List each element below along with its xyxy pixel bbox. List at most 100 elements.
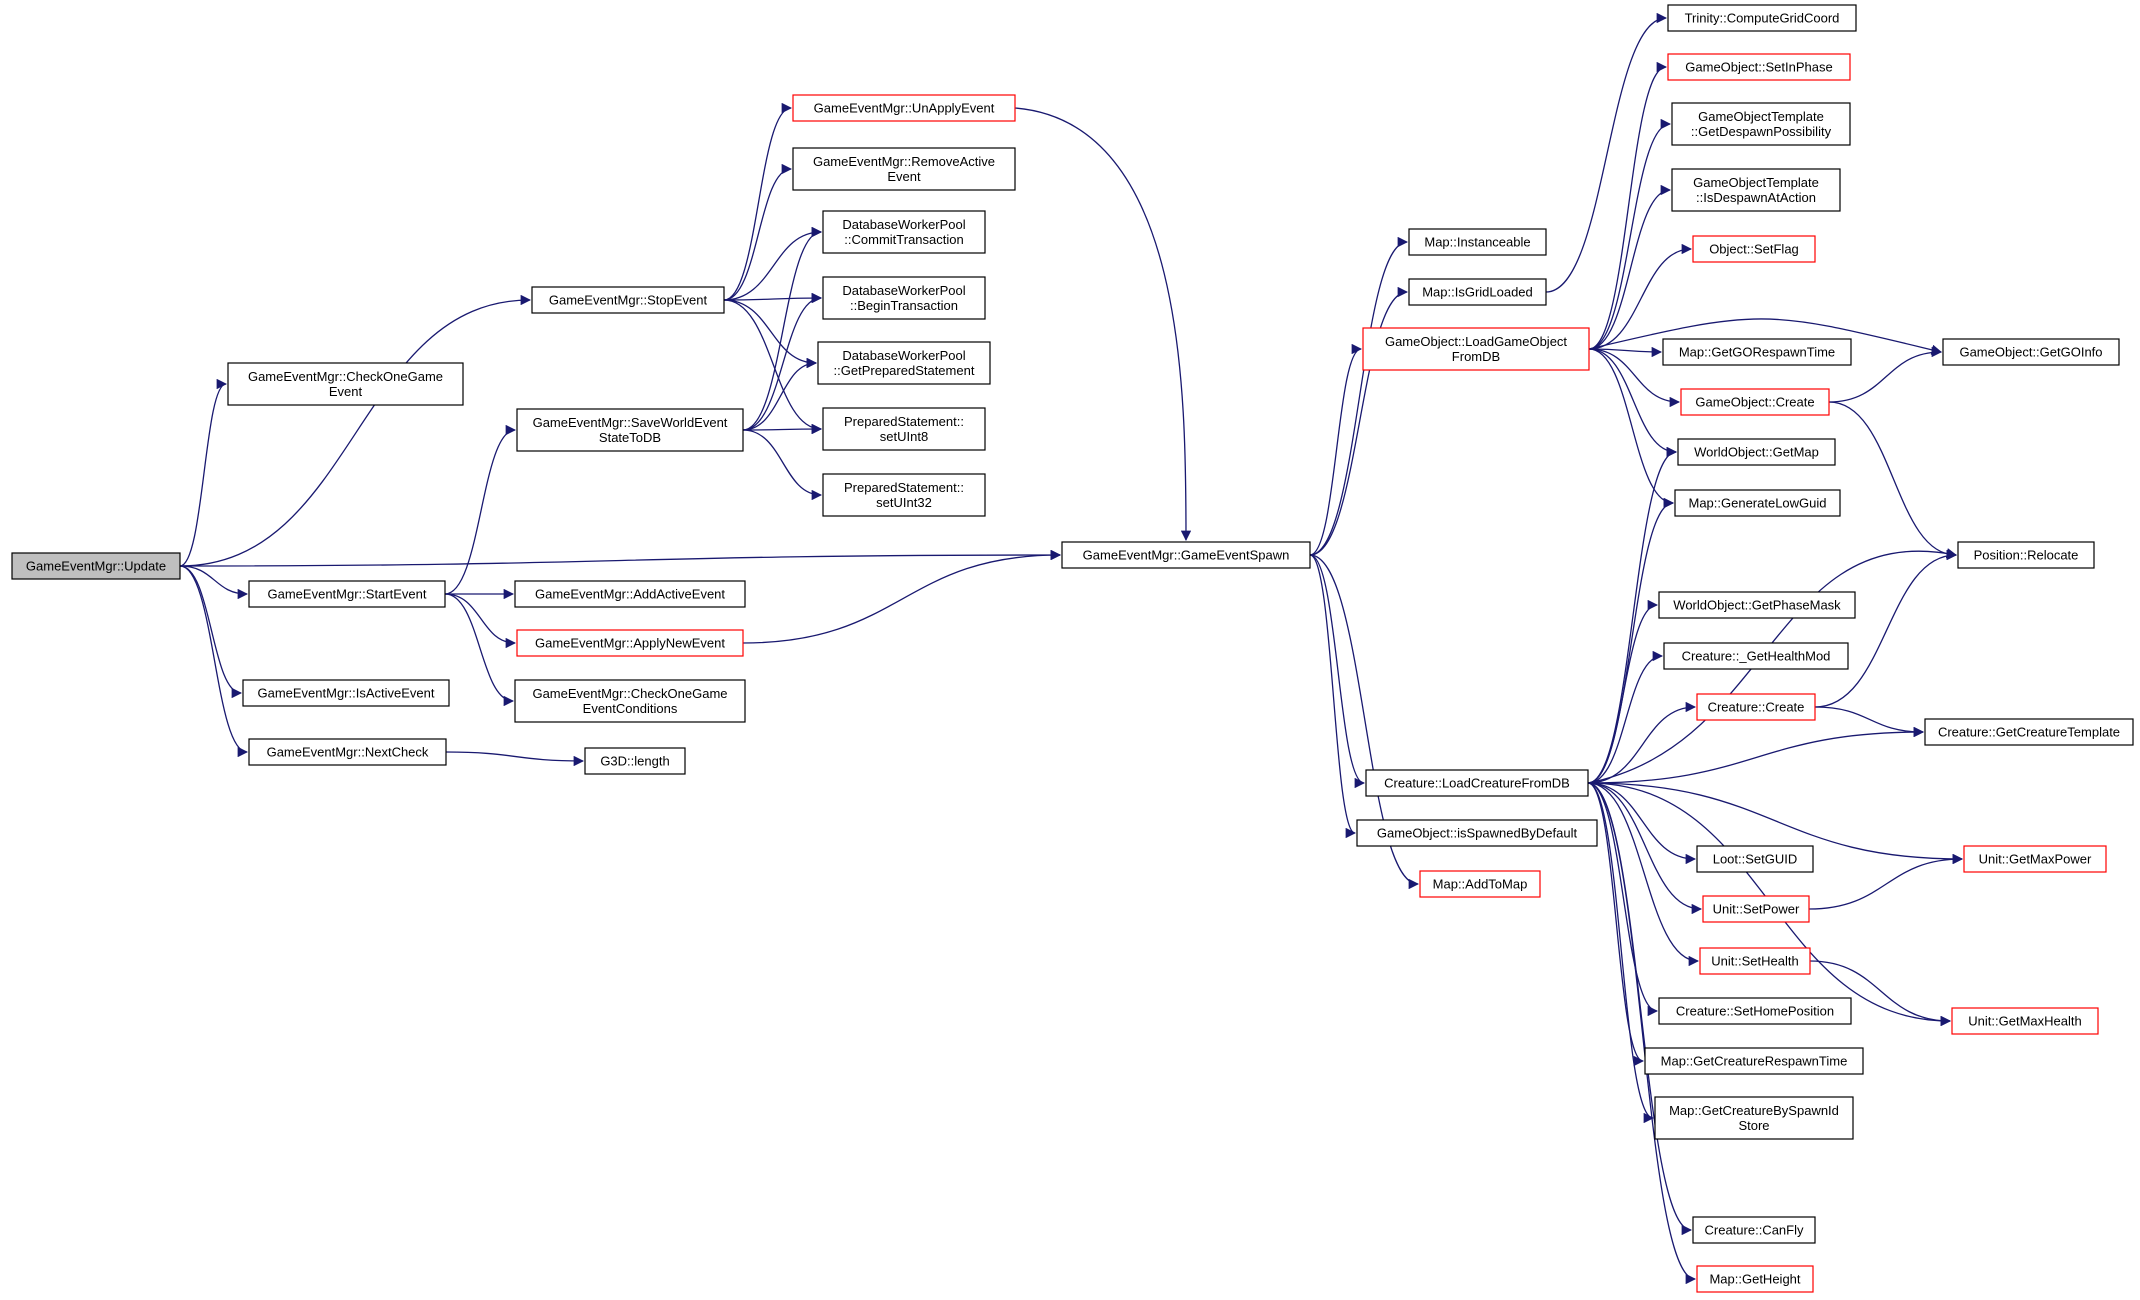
node-generateLowGuid[interactable]: Map::GenerateLowGuid — [1674, 489, 1841, 517]
node-isSpawnedByDefault[interactable]: GameObject::isSpawnedByDefault — [1356, 819, 1598, 847]
node-box-isDespawnAtAction[interactable] — [1671, 168, 1841, 212]
node-getPreparedStatement[interactable]: DatabaseWorkerPool::GetPreparedStatement — [817, 341, 991, 385]
node-box-getHealthMod[interactable] — [1663, 642, 1849, 670]
node-setHomePosition[interactable]: Creature::SetHomePosition — [1658, 997, 1852, 1025]
node-box-nextCheck[interactable] — [248, 738, 447, 766]
node-creatureCreate[interactable]: Creature::Create — [1696, 693, 1816, 721]
node-box-unApplyEvent[interactable] — [792, 94, 1016, 122]
node-box-applyNewEvent[interactable] — [516, 629, 744, 657]
node-getHeight[interactable]: Map::GetHeight — [1696, 1265, 1814, 1293]
node-getGOInfo[interactable]: GameObject::GetGOInfo — [1942, 338, 2120, 366]
node-getMaxPower[interactable]: Unit::GetMaxPower — [1963, 845, 2107, 873]
node-getDespawnPossibility[interactable]: GameObjectTemplate::GetDespawnPossibilit… — [1671, 102, 1851, 146]
node-startEvent[interactable]: GameEventMgr::StartEvent — [248, 580, 446, 608]
node-loadCreatureFromDB[interactable]: Creature::LoadCreatureFromDB — [1365, 769, 1589, 797]
node-nextCheck[interactable]: GameEventMgr::NextCheck — [248, 738, 447, 766]
node-box-setUInt32[interactable] — [822, 473, 986, 517]
node-unApplyEvent[interactable]: GameEventMgr::UnApplyEvent — [792, 94, 1016, 122]
node-canFly[interactable]: Creature::CanFly — [1692, 1216, 1816, 1244]
node-box-setUInt8[interactable] — [822, 407, 986, 451]
node-box-checkOneGameEvent[interactable] — [227, 362, 464, 406]
node-box-isActiveEvent[interactable] — [242, 679, 450, 707]
node-getGORespawnTime[interactable]: Map::GetGORespawnTime — [1662, 338, 1852, 366]
node-box-loadGameObjectFromDB[interactable] — [1362, 327, 1590, 371]
node-box-setFlag[interactable] — [1692, 235, 1816, 263]
node-box-setPower[interactable] — [1702, 895, 1810, 923]
node-setFlag[interactable]: Object::SetFlag — [1692, 235, 1816, 263]
node-isDespawnAtAction[interactable]: GameObjectTemplate::IsDespawnAtAction — [1671, 168, 1841, 212]
node-box-checkConditions[interactable] — [514, 679, 746, 723]
node-box-saveWorldEvent[interactable] — [516, 408, 744, 452]
node-setPower[interactable]: Unit::SetPower — [1702, 895, 1810, 923]
node-setUInt8[interactable]: PreparedStatement::setUInt8 — [822, 407, 986, 451]
node-gameObjectCreate[interactable]: GameObject::Create — [1680, 388, 1830, 416]
node-box-commitTransaction[interactable] — [822, 210, 986, 254]
node-box-mapInstanceable[interactable] — [1408, 228, 1547, 256]
node-box-computeGridCoord[interactable] — [1667, 4, 1857, 32]
node-box-canFly[interactable] — [1692, 1216, 1816, 1244]
node-box-getMaxPower[interactable] — [1963, 845, 2107, 873]
node-setHealth[interactable]: Unit::SetHealth — [1699, 947, 1811, 975]
node-box-removeActiveEvent[interactable] — [792, 147, 1016, 191]
node-box-getCreatureRespawnTime[interactable] — [1644, 1047, 1864, 1075]
node-box-getHeight[interactable] — [1696, 1265, 1814, 1293]
node-mapInstanceable[interactable]: Map::Instanceable — [1408, 228, 1547, 256]
node-box-generateLowGuid[interactable] — [1674, 489, 1841, 517]
node-relocate[interactable]: Position::Relocate — [1957, 541, 2095, 569]
node-box-addActiveEvent[interactable] — [514, 580, 746, 608]
node-getCreatureTemplate[interactable]: Creature::GetCreatureTemplate — [1924, 718, 2134, 746]
node-checkConditions[interactable]: GameEventMgr::CheckOneGameEventCondition… — [514, 679, 746, 723]
node-box-relocate[interactable] — [1957, 541, 2095, 569]
node-box-startEvent[interactable] — [248, 580, 446, 608]
node-box-getPhaseMask[interactable] — [1658, 591, 1856, 619]
node-box-mapIsGridLoaded[interactable] — [1408, 278, 1547, 306]
node-getCreatureRespawnTime[interactable]: Map::GetCreatureRespawnTime — [1644, 1047, 1864, 1075]
node-gameEventSpawn[interactable]: GameEventMgr::GameEventSpawn — [1061, 541, 1311, 569]
node-box-update[interactable] — [11, 552, 181, 580]
node-getMaxHealth[interactable]: Unit::GetMaxHealth — [1951, 1007, 2099, 1035]
node-mapAddToMap[interactable]: Map::AddToMap — [1419, 870, 1541, 898]
node-box-getCreatureTemplate[interactable] — [1924, 718, 2134, 746]
node-isActiveEvent[interactable]: GameEventMgr::IsActiveEvent — [242, 679, 450, 707]
node-box-mapAddToMap[interactable] — [1419, 870, 1541, 898]
node-box-getDespawnPossibility[interactable] — [1671, 102, 1851, 146]
node-box-gameEventSpawn[interactable] — [1061, 541, 1311, 569]
node-lootSetGUID[interactable]: Loot::SetGUID — [1696, 845, 1814, 873]
node-box-loadCreatureFromDB[interactable] — [1365, 769, 1589, 797]
node-mapIsGridLoaded[interactable]: Map::IsGridLoaded — [1408, 278, 1547, 306]
node-box-getGORespawnTime[interactable] — [1662, 338, 1852, 366]
node-box-beginTransaction[interactable] — [822, 276, 986, 320]
node-addActiveEvent[interactable]: GameEventMgr::AddActiveEvent — [514, 580, 746, 608]
node-g3dLength[interactable]: G3D::length — [584, 747, 686, 775]
node-setInPhase[interactable]: GameObject::SetInPhase — [1667, 53, 1851, 81]
node-box-setHomePosition[interactable] — [1658, 997, 1852, 1025]
node-box-setInPhase[interactable] — [1667, 53, 1851, 81]
node-box-getMaxHealth[interactable] — [1951, 1007, 2099, 1035]
node-box-getPreparedStatement[interactable] — [817, 341, 991, 385]
node-update[interactable]: GameEventMgr::Update — [11, 552, 181, 580]
node-box-getMap[interactable] — [1677, 438, 1836, 466]
node-commitTransaction[interactable]: DatabaseWorkerPool::CommitTransaction — [822, 210, 986, 254]
node-box-stopEvent[interactable] — [531, 286, 725, 314]
node-stopEvent[interactable]: GameEventMgr::StopEvent — [531, 286, 725, 314]
node-setUInt32[interactable]: PreparedStatement::setUInt32 — [822, 473, 986, 517]
node-box-creatureCreate[interactable] — [1696, 693, 1816, 721]
node-box-g3dLength[interactable] — [584, 747, 686, 775]
node-box-lootSetGUID[interactable] — [1696, 845, 1814, 873]
node-box-setHealth[interactable] — [1699, 947, 1811, 975]
node-getMap[interactable]: WorldObject::GetMap — [1677, 438, 1836, 466]
node-computeGridCoord[interactable]: Trinity::ComputeGridCoord — [1667, 4, 1857, 32]
node-getHealthMod[interactable]: Creature::_GetHealthMod — [1663, 642, 1849, 670]
node-box-isSpawnedByDefault[interactable] — [1356, 819, 1598, 847]
node-box-getCreatureBySpawnIdStore[interactable] — [1654, 1096, 1854, 1140]
node-getPhaseMask[interactable]: WorldObject::GetPhaseMask — [1658, 591, 1856, 619]
node-beginTransaction[interactable]: DatabaseWorkerPool::BeginTransaction — [822, 276, 986, 320]
node-box-getGOInfo[interactable] — [1942, 338, 2120, 366]
node-applyNewEvent[interactable]: GameEventMgr::ApplyNewEvent — [516, 629, 744, 657]
node-box-gameObjectCreate[interactable] — [1680, 388, 1830, 416]
